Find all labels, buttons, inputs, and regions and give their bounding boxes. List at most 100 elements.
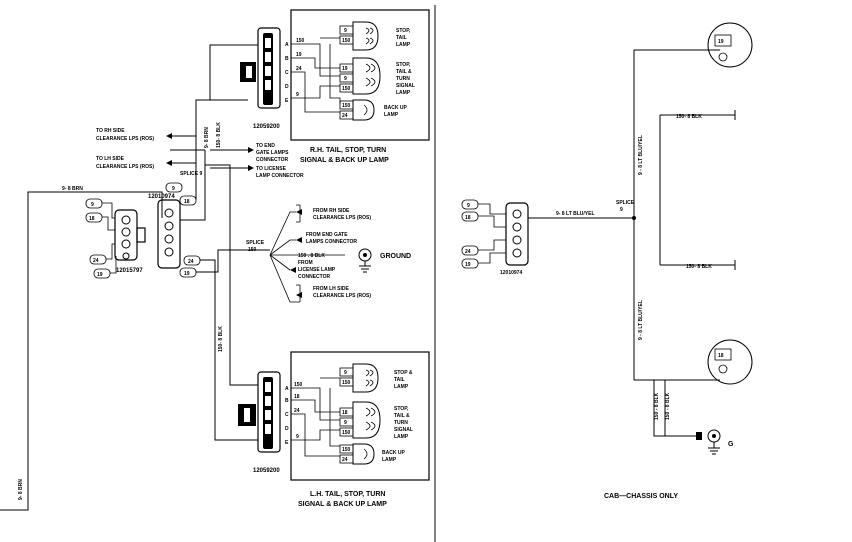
svg-text:FROM: FROM — [298, 260, 313, 266]
lh-connector — [238, 371, 281, 453]
svg-text:150 . 8 BLK: 150 . 8 BLK — [298, 253, 325, 259]
connector-12015797 — [114, 209, 146, 261]
svg-text:LICENSE LAMP: LICENSE LAMP — [298, 267, 336, 273]
svg-text:9: 9 — [344, 420, 347, 426]
svg-text:150- 8 BLK: 150- 8 BLK — [676, 114, 702, 120]
svg-text:TAIL &: TAIL & — [396, 69, 412, 75]
rh-title-line1: R.H. TAIL, STOP, TURN — [310, 147, 386, 154]
svg-text:19: 19 — [97, 272, 103, 278]
lh-pin-e: E — [285, 440, 289, 446]
svg-text:TO END: TO END — [256, 143, 275, 149]
right-lamp-socket-bottom — [707, 339, 753, 385]
rh-pin-b: B — [285, 56, 289, 62]
svg-text:150- 8 BLK: 150- 8 BLK — [218, 326, 224, 352]
svg-text:150 - 8 BLK: 150 - 8 BLK — [665, 392, 671, 420]
svg-text:150: 150 — [342, 86, 351, 92]
rh-pin-c: C — [285, 70, 289, 76]
svg-text:TO RH SIDE: TO RH SIDE — [96, 128, 125, 134]
svg-text:19: 19 — [465, 262, 471, 268]
svg-text:18: 18 — [89, 216, 95, 222]
svg-text:24: 24 — [188, 259, 194, 265]
lh-wire-24: 24 — [294, 408, 300, 414]
svg-text:LAMPS CONNECTOR: LAMPS CONNECTOR — [306, 239, 357, 245]
lt-blu-wire-label: 9- 8 LT BLU/YEL — [556, 211, 595, 217]
svg-text:LAMP: LAMP — [394, 434, 409, 440]
svg-text:LAMP: LAMP — [396, 90, 411, 96]
svg-text:19: 19 — [718, 39, 724, 45]
svg-text:TAIL: TAIL — [396, 35, 407, 41]
lh-pin-b: B — [285, 398, 289, 404]
rh-connector — [240, 27, 281, 109]
svg-text:24: 24 — [93, 258, 99, 264]
svg-text:TURN: TURN — [394, 420, 408, 426]
connector-12010974-right — [505, 202, 529, 266]
conn1-id: 12015797 — [116, 268, 143, 274]
svg-text:GATE LAMPS: GATE LAMPS — [256, 150, 289, 156]
lh-wire-9: 9 — [296, 434, 299, 440]
lh-wire-18: 18 — [294, 394, 300, 400]
svg-text:150 - 8 BLK: 150 - 8 BLK — [654, 392, 660, 420]
svg-text:TO LH SIDE: TO LH SIDE — [96, 156, 125, 162]
svg-text:LAMP: LAMP — [384, 112, 399, 118]
svg-text:FROM RH SIDE: FROM RH SIDE — [313, 208, 350, 214]
rh-wire-19: 19 — [296, 52, 302, 58]
svg-text:24: 24 — [342, 113, 348, 119]
splice-9-label: SPLICE 9 — [180, 171, 202, 177]
svg-text:TAIL: TAIL — [394, 377, 405, 383]
svg-text:18: 18 — [465, 215, 471, 221]
rh-wire-150: 150 — [296, 38, 305, 44]
svg-text:150: 150 — [342, 38, 351, 44]
svg-text:9: 9 — [344, 76, 347, 82]
svg-text:STOP,: STOP, — [394, 406, 409, 412]
svg-text:24: 24 — [465, 249, 471, 255]
svg-text:FROM END GATE: FROM END GATE — [306, 232, 348, 238]
svg-text:BACK UP: BACK UP — [382, 450, 405, 456]
rh-title-line2: SIGNAL & BACK UP LAMP — [300, 157, 389, 164]
svg-text:SIGNAL: SIGNAL — [396, 83, 415, 89]
right-lamp-socket-top — [707, 22, 753, 68]
svg-text:150: 150 — [342, 380, 351, 386]
lh-lamp-box — [290, 351, 430, 481]
conn2-id: 12010974 — [148, 194, 175, 200]
lh-pin-c: C — [285, 412, 289, 418]
svg-text:CLEARANCE LPS (ROS): CLEARANCE LPS (ROS) — [313, 215, 371, 221]
svg-text:24: 24 — [342, 457, 348, 463]
svg-text:150: 150 — [342, 447, 351, 453]
svg-text:STOP,: STOP, — [396, 28, 411, 34]
svg-text:TO LICENSE: TO LICENSE — [256, 166, 287, 172]
right-conn-id: 12010974 — [500, 270, 522, 276]
rh-stop-tail-turn-lamp: 19 9 150 STOP, TAIL & TURN SIGNAL LAMP — [339, 57, 415, 96]
ground-symbol — [358, 248, 372, 273]
svg-text:150- 8 BLK: 150- 8 BLK — [686, 264, 712, 270]
lh-backup-lamp: 150 24 BACK UP LAMP — [339, 443, 405, 465]
splice-150-label: SPLICE — [246, 240, 265, 246]
rh-pin-a: A — [285, 42, 289, 48]
svg-text:18: 18 — [184, 199, 190, 205]
svg-text:CLEARANCE LPS (ROS): CLEARANCE LPS (ROS) — [96, 164, 154, 170]
svg-text:SPLICE: SPLICE — [616, 200, 635, 206]
svg-text:LAMP CONNECTOR: LAMP CONNECTOR — [256, 173, 304, 179]
svg-text:19: 19 — [342, 66, 348, 72]
svg-text:LAMP: LAMP — [382, 457, 397, 463]
rh-lamp-box — [290, 9, 430, 141]
svg-text:STOP,: STOP, — [396, 62, 411, 68]
rh-connector-id: 12059200 — [253, 124, 280, 130]
chassis-ground-symbol — [696, 429, 721, 455]
svg-text:9: 9 — [344, 370, 347, 376]
rh-stop-tail-lamp: 9 150 STOP, TAIL LAMP — [339, 21, 411, 51]
svg-text:150: 150 — [342, 103, 351, 109]
svg-text:TAIL &: TAIL & — [394, 413, 410, 419]
svg-text:9 - 8 LT BLU/YEL: 9 - 8 LT BLU/YEL — [638, 135, 644, 175]
lh-stop-tail-lamp: 9 150 STOP & TAIL LAMP — [339, 363, 413, 393]
lh-pin-a: A — [285, 386, 289, 392]
svg-text:9- 8 BRN: 9- 8 BRN — [204, 127, 210, 148]
lh-lamp-section: 12059200 A B C D E 150 18 24 9 9 150 STO… — [238, 351, 430, 508]
ground-label: GROUND — [380, 253, 411, 260]
lh-title-line1: L.H. TAIL, STOP, TURN — [310, 491, 385, 498]
lh-stop-tail-turn-lamp: 18 9 150 STOP, TAIL & TURN SIGNAL LAMP — [339, 401, 413, 440]
svg-text:18: 18 — [718, 353, 724, 359]
brn-vertical-label: 9- 8 BRN — [18, 479, 24, 500]
svg-text:TURN: TURN — [396, 76, 410, 82]
svg-text:9: 9 — [620, 207, 623, 213]
svg-text:CONNECTOR: CONNECTOR — [256, 157, 289, 163]
